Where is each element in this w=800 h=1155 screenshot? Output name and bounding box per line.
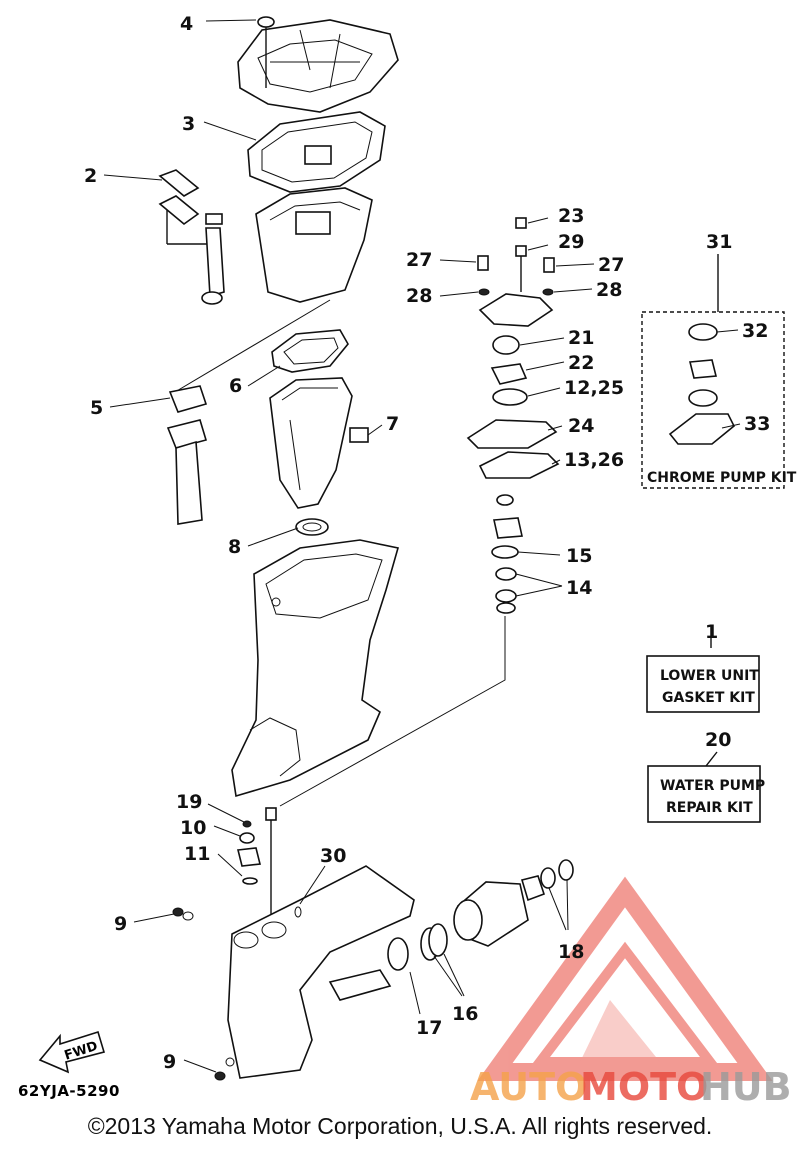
callout-24: 24 xyxy=(568,415,594,437)
lower-unit-kit-label-2: GASKET KIT xyxy=(662,690,755,706)
upper-casing xyxy=(231,539,400,798)
callout-30: 30 xyxy=(320,845,346,867)
seal-part-8 xyxy=(295,518,329,536)
chrome-pump-kit-label: CHROME PUMP KIT xyxy=(647,470,797,486)
callout-6: 6 xyxy=(229,375,242,397)
callout-28-left: 28 xyxy=(406,285,432,307)
exhaust-guide-part-5 xyxy=(166,385,208,525)
callout-17: 17 xyxy=(416,1017,442,1039)
callout-27-left: 27 xyxy=(406,249,432,271)
forward-arrow-icon: FWD xyxy=(38,1030,106,1074)
callout-33: 33 xyxy=(744,413,770,435)
callout-1: 1 xyxy=(705,621,718,643)
lower-unit-kit-label-1: LOWER UNIT xyxy=(660,668,759,684)
callout-9-lower: 9 xyxy=(163,1051,176,1073)
watermark-auto: AUTO xyxy=(470,1065,587,1109)
callout-15: 15 xyxy=(566,545,592,567)
callout-12-25: 12,25 xyxy=(564,377,624,399)
callout-10: 10 xyxy=(180,817,206,839)
callout-23: 23 xyxy=(558,205,584,227)
callout-labels: 4 3 2 5 6 7 8 9 9 19 10 11 30 17 16 18 2… xyxy=(84,13,770,1073)
callout-22: 22 xyxy=(568,352,594,374)
propeller-shaft-housing xyxy=(387,859,574,971)
callout-13-26: 13,26 xyxy=(564,449,624,471)
callout-21: 21 xyxy=(568,327,594,349)
callout-29: 29 xyxy=(558,231,584,253)
callout-5: 5 xyxy=(90,397,103,419)
lower-unit xyxy=(172,807,415,1081)
callout-4: 4 xyxy=(180,13,193,35)
watermark-text: AUTO MOTO HUB xyxy=(470,1065,792,1109)
callout-16: 16 xyxy=(452,1003,478,1025)
callout-leaders xyxy=(103,19,741,1073)
callout-28-right: 28 xyxy=(596,279,622,301)
water-pump-kit-label-2: REPAIR KIT xyxy=(666,800,753,816)
water-pump-stack xyxy=(466,217,560,614)
callout-32: 32 xyxy=(742,320,768,342)
callout-7: 7 xyxy=(386,413,399,435)
callout-31: 31 xyxy=(706,231,732,253)
watermark-moto: MOTO xyxy=(580,1065,708,1109)
exhaust-manifold xyxy=(269,377,353,509)
water-pump-kit-label-1: WATER PUMP xyxy=(660,778,765,794)
lower-unit-kit-box xyxy=(646,625,760,713)
copyright-notice: ©2013 Yamaha Motor Corporation, U.S.A. A… xyxy=(87,1113,713,1139)
callout-8: 8 xyxy=(228,536,241,558)
chrome-pump-kit-box xyxy=(641,254,785,489)
kit-labels: CHROME PUMP KIT LOWER UNIT GASKET KIT WA… xyxy=(647,470,797,816)
callout-18: 18 xyxy=(558,941,584,963)
gasket-part-6 xyxy=(271,329,349,373)
watermark-hub: HUB xyxy=(700,1065,792,1109)
callout-20: 20 xyxy=(705,729,731,751)
callout-3: 3 xyxy=(182,113,195,135)
part-number: 62YJA-5290 xyxy=(18,1082,120,1100)
bracket-part-2 xyxy=(158,169,220,245)
callout-11: 11 xyxy=(184,843,210,865)
plug-part-7 xyxy=(349,427,369,443)
callout-2: 2 xyxy=(84,165,97,187)
callout-9-upper: 9 xyxy=(114,913,127,935)
water-pump-kit-box xyxy=(647,751,761,823)
callout-19: 19 xyxy=(176,791,202,813)
callout-27-right: 27 xyxy=(598,254,624,276)
gasket-part-3 xyxy=(247,111,386,193)
callout-14: 14 xyxy=(566,577,592,599)
upper-case-cover xyxy=(237,16,399,113)
water-tube xyxy=(201,213,225,305)
oil-pan xyxy=(255,187,373,303)
watermark-logo-icon xyxy=(477,876,773,1081)
